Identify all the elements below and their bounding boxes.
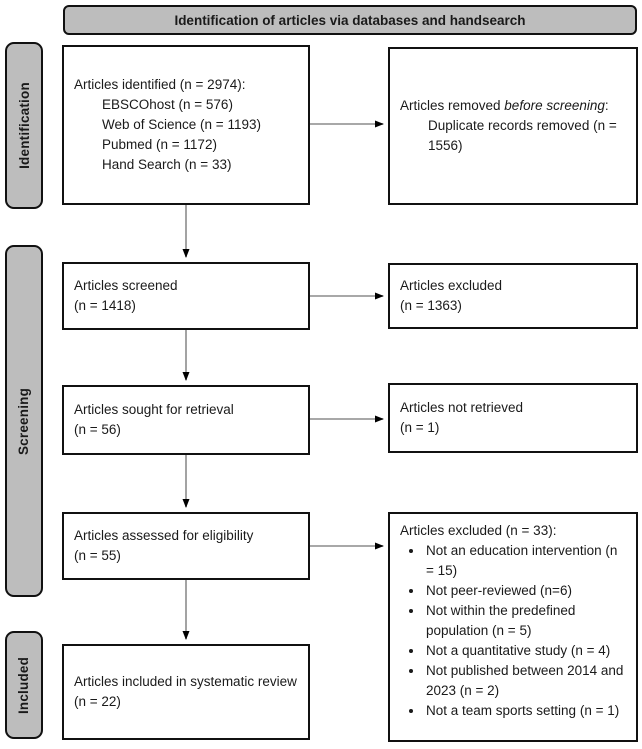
stage-label-screening: Screening (16, 387, 32, 455)
stage-label-identification: Identification (16, 82, 32, 169)
excluded-screening-line1: Articles excluded (400, 278, 503, 293)
stage-bar-included: Included (5, 631, 43, 739)
identified-source-web-of-science: Web of Science (n = 1193) (102, 117, 261, 132)
excluded-reason-population: Not within the predefined population (n … (424, 601, 626, 641)
box-articles-excluded-eligibility: Articles excluded (n = 33): Not an educa… (388, 512, 638, 742)
box-articles-not-retrieved: Articles not retrieved (n = 1) (388, 383, 638, 453)
diagram-header-label: Identification of articles via databases… (174, 12, 526, 28)
box-articles-excluded-screening: Articles excluded (n = 1363) (388, 263, 638, 329)
excluded-reason-quantitative: Not a quantitative study (n = 4) (424, 641, 626, 661)
removed-title-prefix: Articles removed (400, 98, 505, 113)
excluded-eligibility-reason-list: Not an education intervention (n = 15) N… (400, 541, 626, 721)
screened-line1: Articles screened (74, 278, 178, 293)
box-articles-assessed-eligibility: Articles assessed for eligibility (n = 5… (62, 512, 310, 580)
excluded-screening-count: (n = 1363) (400, 298, 462, 313)
box-articles-screened: Articles screened (n = 1418) (62, 262, 310, 330)
eligibility-line1: Articles assessed for eligibility (74, 528, 254, 543)
diagram-header: Identification of articles via databases… (63, 5, 637, 35)
box-articles-sought-retrieval: Articles sought for retrieval (n = 56) (62, 385, 310, 455)
included-line1: Articles included in systematic review (74, 674, 297, 689)
stage-bar-screening: Screening (5, 245, 43, 597)
excluded-reason-publication-date: Not published between 2014 and 2023 (n =… (424, 661, 626, 701)
retrieval-line1: Articles sought for retrieval (74, 402, 234, 417)
not-retrieved-line1: Articles not retrieved (400, 400, 524, 415)
identified-source-ebscohost: EBSCOhost (n = 576) (102, 97, 233, 112)
excluded-reason-education-intervention: Not an education intervention (n = 15) (424, 541, 626, 581)
excluded-reason-peer-reviewed: Not peer-reviewed (n=6) (424, 581, 626, 601)
included-count: (n = 22) (74, 694, 121, 709)
identified-source-pubmed: Pubmed (n = 1172) (102, 137, 217, 152)
stage-label-included: Included (16, 656, 32, 714)
removed-title: Articles removed before screening: (400, 96, 626, 116)
screened-count: (n = 1418) (74, 298, 136, 313)
eligibility-count: (n = 55) (74, 548, 121, 563)
not-retrieved-count: (n = 1) (400, 420, 440, 435)
box-articles-removed-before-screening: Articles removed before screening: Dupli… (388, 47, 638, 205)
retrieval-count: (n = 56) (74, 422, 121, 437)
box-articles-included-review: Articles included in systematic review (… (62, 644, 310, 740)
removed-duplicates: Duplicate records removed (n = 1556) (428, 118, 617, 153)
identified-source-hand-search: Hand Search (n = 33) (102, 157, 232, 172)
removed-title-suffix: : (604, 98, 609, 113)
removed-title-italic: before screening (504, 98, 605, 113)
box-articles-identified: Articles identified (n = 2974): EBSCOhos… (62, 45, 310, 205)
identified-title: Articles identified (n = 2974): (74, 77, 246, 92)
excluded-reason-team-sports: Not a team sports setting (n = 1) (424, 701, 626, 721)
stage-bar-identification: Identification (5, 42, 43, 209)
excluded-eligibility-title: Articles excluded (n = 33): (400, 523, 557, 538)
